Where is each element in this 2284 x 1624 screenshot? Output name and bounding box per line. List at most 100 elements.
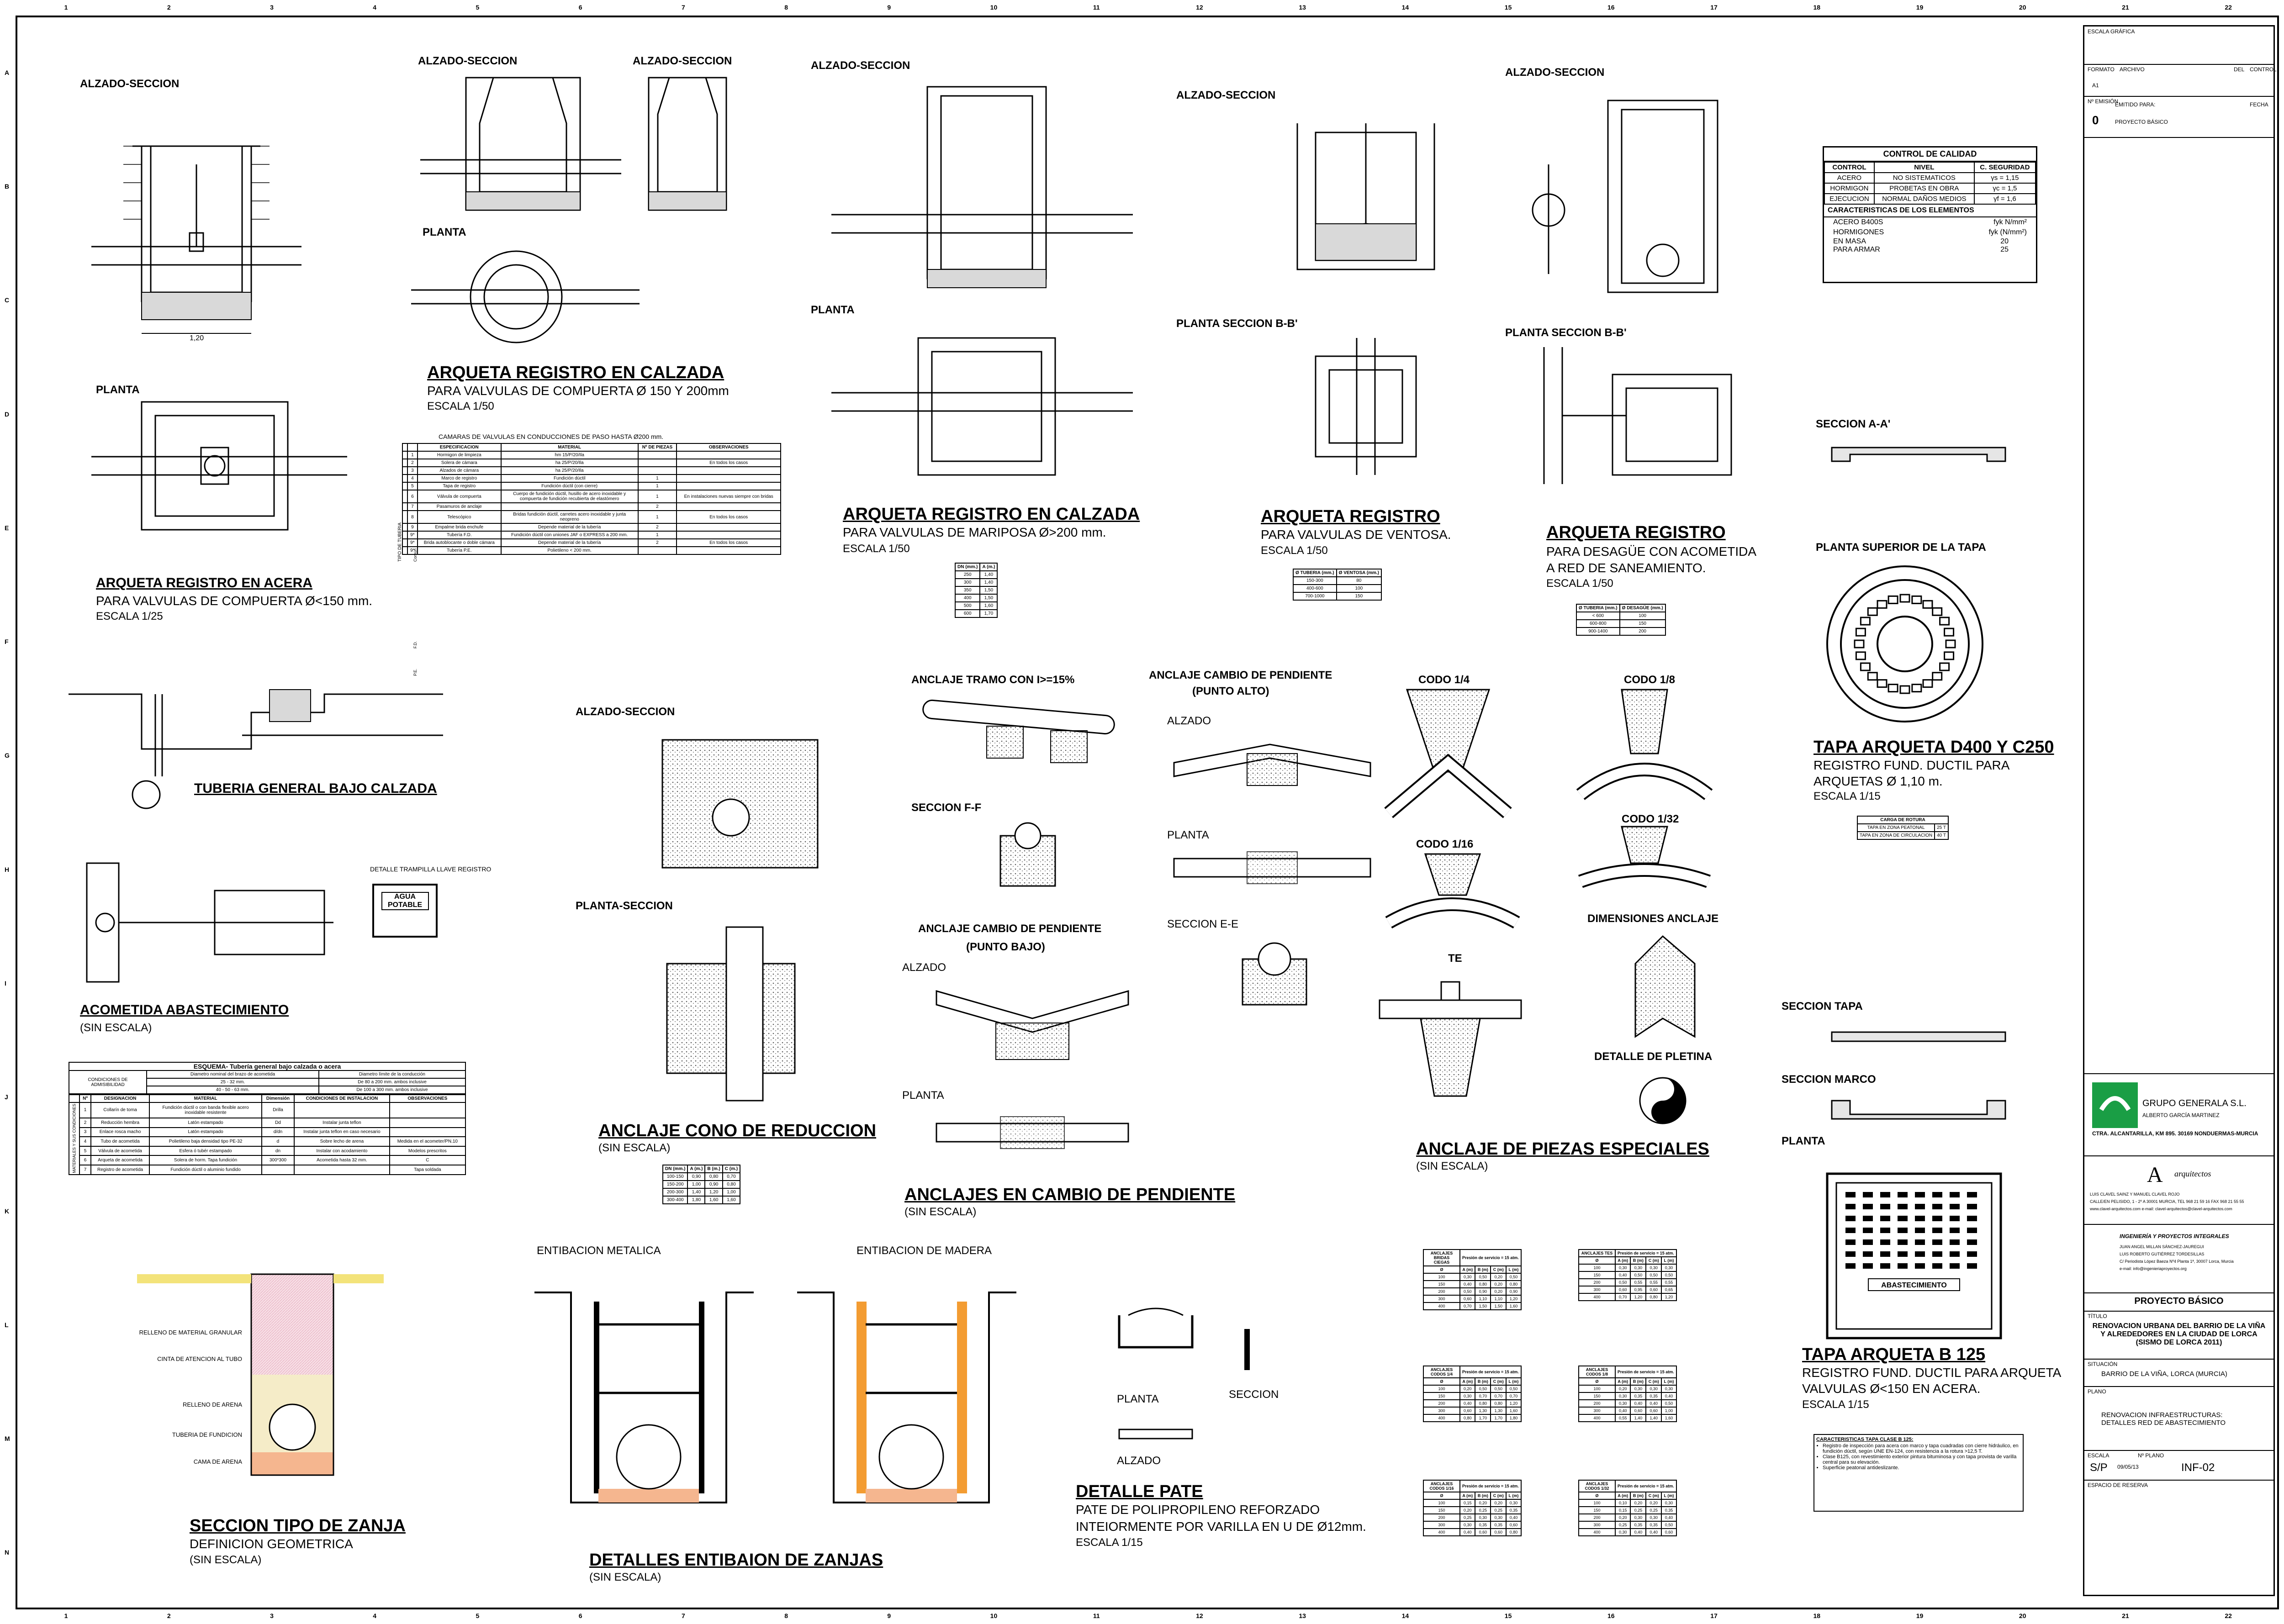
b125-pattern-mark (1880, 1192, 1890, 1197)
trampilla-box: AGUA POTABLE (372, 884, 438, 938)
table-cell: 0,15 (1614, 1506, 1631, 1514)
table-cell (402, 523, 408, 532)
table-cell: 0,30 (1614, 1399, 1631, 1408)
table-cell: Ø TUBERIA (mm.) (1293, 569, 1337, 577)
table-cell: Nº DE PIEZAS (637, 443, 677, 452)
table-cell: 0,55 (1645, 1278, 1662, 1287)
table-cell: 0,60 (1614, 1286, 1631, 1294)
entibacion-metalica-drawing (534, 1292, 754, 1503)
table-cell: 0,30 (1630, 1385, 1647, 1393)
column-marker: 12 (1196, 4, 1203, 11)
table-cell: 0,80 (1459, 1414, 1476, 1422)
table-cell: ANCLAJES TES (1578, 1249, 1616, 1257)
arqueta-ventosa-planta-drawing (1315, 338, 1417, 475)
table-cell: 1,20 (1506, 1399, 1522, 1408)
table-cell: 0,80 (1506, 1280, 1522, 1288)
table-cell: 0,20 (1490, 1280, 1507, 1288)
drawing-subtitle: PARA VALVULAS DE COMPUERTA Ø 150 Y 200mm (427, 384, 729, 398)
table-cell: 1,60 (722, 1196, 741, 1204)
table-cell: 200 (1423, 1287, 1460, 1296)
table-cell (402, 474, 408, 483)
table-cell: 700-1000 (1293, 592, 1337, 601)
drawing-title: ACOMETIDA ABASTECIMIENTO (80, 1002, 289, 1018)
table-cell: B (m) (1630, 1256, 1647, 1265)
column-marker: 10 (990, 1612, 998, 1619)
table-cell: 0,40 (1645, 1528, 1662, 1536)
table-cell: 0,35 (1645, 1392, 1662, 1400)
table-cell: C (389, 1155, 466, 1165)
table-cell: 1,60 (1506, 1407, 1522, 1415)
table-cell: 0,20 (1645, 1499, 1662, 1507)
table-cell: 0,40 (1661, 1513, 1677, 1522)
column-marker: 12 (1196, 1612, 1203, 1619)
table-cell: Presión de servicio = 15 atm. (1459, 1249, 1522, 1266)
drawing-subtitle: A RED DE SANEAMIENTO. (1546, 561, 1706, 575)
table-cell: 3 (79, 1127, 91, 1138)
table-cell: Fundición dúctil o con banda flexible ac… (149, 1102, 262, 1118)
section-title: CODO 1/8 (1624, 674, 1676, 686)
tuberia-general-drawing (69, 689, 443, 809)
b125-pattern-mark (1898, 1192, 1908, 1197)
table-cell: Presión de servicio = 15 atm. (1615, 1480, 1677, 1492)
table-cell: Latón estampado (149, 1127, 262, 1138)
table-cell: 200 (1578, 1399, 1616, 1408)
table-cell: 0,40 (1459, 1528, 1476, 1536)
arqueta-calzada-150-planta-drawing (411, 250, 640, 343)
table-cell: 0,20 (1630, 1499, 1647, 1507)
b125-pattern-mark (1967, 1228, 1977, 1233)
table-cell: 1,30 (1475, 1407, 1491, 1415)
anclaje-alto-planta-drawing (1173, 851, 1371, 884)
section-label: PLANTA (1782, 1135, 1825, 1147)
tapa-pattern-mark (1860, 617, 1871, 626)
table-cell: 0,80 (1645, 1293, 1662, 1301)
table-cell: 1,80 (687, 1196, 706, 1204)
column-marker: 20 (2019, 1612, 2026, 1619)
drawing-title: TAPA ARQUETA D400 Y C250 (1813, 738, 2054, 757)
table-cell: ANCLAJES CODOS 1/16 (1423, 1480, 1460, 1492)
table-cell: OBSERVACIONES (389, 1094, 466, 1103)
ingenieria-line: e-mail: info@ingenieriaproyectos.org (2120, 1266, 2187, 1271)
drawing-subtitle: PARA DESAGÜE CON ACOMETIDA (1546, 544, 1757, 559)
table-cell: 0,35 (1506, 1506, 1522, 1514)
b125-pattern-mark (1880, 1251, 1890, 1257)
table-cell: En todos los casos (676, 538, 781, 547)
column-marker: 8 (784, 4, 788, 11)
b125-pattern-mark (1950, 1263, 1960, 1269)
b125-pattern-mark (1915, 1263, 1925, 1269)
table-cell: 2 (79, 1117, 91, 1128)
column-marker: 14 (1401, 1612, 1409, 1619)
table-cell: Solera de cámara (417, 459, 502, 467)
b125-pattern-mark (1898, 1216, 1908, 1221)
table-cell: 0,35 (1661, 1506, 1677, 1514)
table-cell: 300 (1578, 1286, 1616, 1294)
arqueta-calzada-200-planta-drawing (831, 337, 1133, 476)
table-row: 40 - 50 - 63 mm.De 100 a 300 mm. ambos i… (69, 1086, 466, 1094)
table-row: 9*Tubería F.D.Fundición dúctil con union… (402, 531, 781, 539)
drawing-subtitle: REGISTRO FUND. DUCTIL PARA ARQUETA (1802, 1366, 2062, 1380)
drawing-title: TAPA ARQUETA B 125 (1802, 1345, 1986, 1364)
table-cell: 1,50 (979, 594, 998, 602)
table-cell: 1,40 (979, 570, 998, 579)
table-cell: 0,60 (1661, 1528, 1677, 1536)
column-marker: 5 (476, 4, 480, 11)
table-cell: 1,70 (979, 609, 998, 618)
table-cell: 0,40 (1630, 1399, 1647, 1408)
table-cell: ha 25/P/20/Ila (500, 459, 639, 467)
table-cell: 0,25 (1459, 1513, 1476, 1522)
escala-grafica-label: ESCALA GRÁFICA (2088, 28, 2135, 35)
table-cell: 300 (954, 578, 981, 587)
escala-value: S/P (2090, 1461, 2108, 1474)
tapa-pattern-mark (1860, 662, 1871, 671)
camaras-side-label: P.E. (413, 669, 418, 676)
row-marker: E (5, 524, 9, 532)
